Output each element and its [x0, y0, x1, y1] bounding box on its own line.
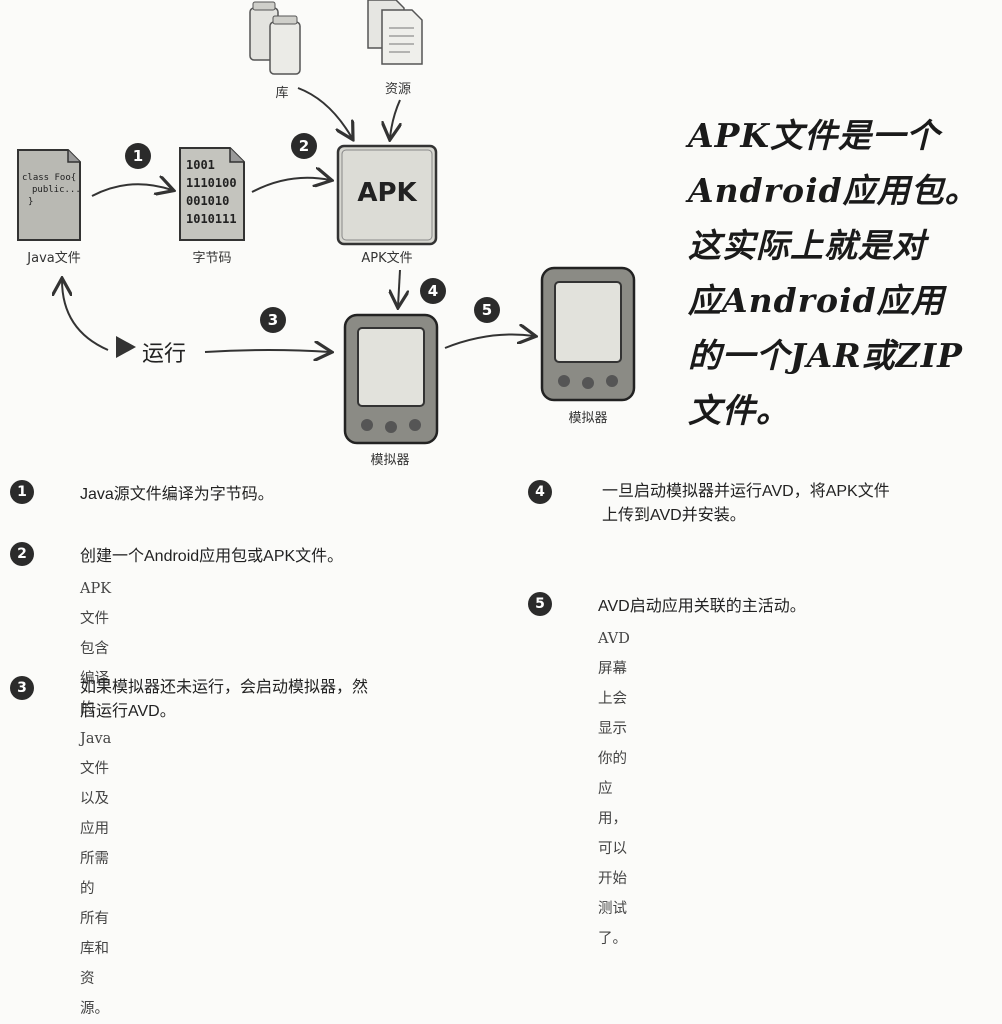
- emulator-label: 模拟器: [370, 453, 410, 468]
- bytecode-digits: 1001 1110100 001010 1010111: [186, 156, 237, 228]
- arrow-java-to-bytecode: [91, 184, 172, 197]
- callout-line: 的一个JAR或ZIP: [688, 336, 963, 375]
- emulator-device-icon: [343, 313, 439, 445]
- callout-line: 这实际上就是对: [688, 226, 926, 265]
- bytecode-file-icon: [179, 147, 245, 241]
- bytecode-label: 字节码: [192, 251, 232, 266]
- step-badge-4: 4: [420, 278, 446, 304]
- arrow-emulator-to-emulator: [444, 335, 534, 349]
- apk-box-label: APK: [357, 178, 417, 208]
- bytecode-line: 1001: [186, 158, 215, 172]
- arrow-library-to-apk: [297, 87, 352, 138]
- step-number-badge: 1: [10, 480, 34, 504]
- bytecode-line: 1110100: [186, 176, 237, 190]
- step-number-badge: 2: [10, 542, 34, 566]
- step-number-badge: 4: [528, 480, 552, 504]
- java-code-line: class Foo{: [22, 173, 77, 183]
- emulator-device-icon-2: [540, 266, 636, 402]
- arrow-bytecode-to-apk: [251, 178, 330, 193]
- library-jars-icon: [249, 1, 301, 75]
- java-code-line: }: [28, 197, 34, 207]
- step-detail-line: APK文件包含编译的Java文件以及应用所需的: [80, 581, 112, 897]
- step-detail-line: AVD屏幕上会显示你的应用，可以开始测试: [598, 631, 630, 917]
- resources-documents-icon: [367, 0, 423, 65]
- step-title-line: 后运行AVD。: [80, 703, 176, 720]
- bytecode-line: 1010111: [186, 212, 237, 226]
- step-title-line: 如果模拟器还未运行，会启动模拟器，然: [80, 679, 369, 696]
- step-number-badge: 5: [528, 592, 552, 616]
- step-badge-1: 1: [125, 143, 151, 169]
- step-title: AVD启动应用关联的主活动。: [598, 598, 806, 615]
- arrow-run-to-java: [62, 280, 109, 351]
- apk-file-label: APK文件: [361, 251, 413, 266]
- java-code-line: public...: [32, 185, 81, 195]
- library-label: 库: [275, 86, 289, 101]
- step-detail: AVD屏幕上会显示你的应用，可以开始测试 了。: [598, 624, 630, 954]
- callout-line: 应Android应用: [688, 281, 945, 320]
- build-process-diagram: [17, 0, 636, 445]
- step-title: 创建一个Android应用包或APK文件。: [80, 548, 344, 565]
- apk-package-icon: [336, 144, 438, 246]
- emulator-label-2: 模拟器: [568, 411, 608, 426]
- apk-explanation-callout: APK文件是一个 Android应用包。 这实际上就是对 应Android应用 …: [688, 108, 988, 438]
- java-file-icon: [17, 149, 81, 241]
- step-title: 如果模拟器还未运行，会启动模拟器，然 后运行AVD。: [80, 676, 368, 724]
- callout-line: APK文件是一个: [688, 116, 941, 155]
- arrow-run-to-emulator: [204, 350, 330, 352]
- step-detail: APK文件包含编译的Java文件以及应用所需的 所有库和资源。: [80, 574, 111, 1024]
- step-title-line: 一旦启动模拟器并运行AVD，将APK文件: [602, 483, 890, 500]
- step-title: Java源文件编译为字节码。: [80, 486, 274, 503]
- callout-line: 文件。: [688, 391, 790, 430]
- step-badge-2: 2: [291, 133, 317, 159]
- run-label: 运行: [142, 342, 187, 367]
- step-badge-5: 5: [474, 297, 500, 323]
- bytecode-line: 001010: [186, 194, 230, 208]
- step-number-badge: 3: [10, 676, 34, 700]
- step-title: 一旦启动模拟器并运行AVD，将APK文件 上传到AVD并安装。: [602, 480, 890, 528]
- arrow-resources-to-apk: [390, 99, 400, 138]
- step-detail-line: 所有库和资源。: [80, 911, 109, 1017]
- callout-line: Android应用包。: [688, 171, 979, 210]
- run-triangle-icon: [116, 336, 136, 358]
- resources-label: 资源: [384, 82, 412, 97]
- step-title-line: 上传到AVD并安装。: [602, 507, 746, 524]
- step-detail-line: 了。: [598, 931, 627, 947]
- arrow-apk-to-emulator: [398, 269, 400, 306]
- step-badge-3: 3: [260, 307, 286, 333]
- java-file-code: class Foo{ public... }: [22, 172, 81, 208]
- java-file-label: Java文件: [27, 251, 81, 266]
